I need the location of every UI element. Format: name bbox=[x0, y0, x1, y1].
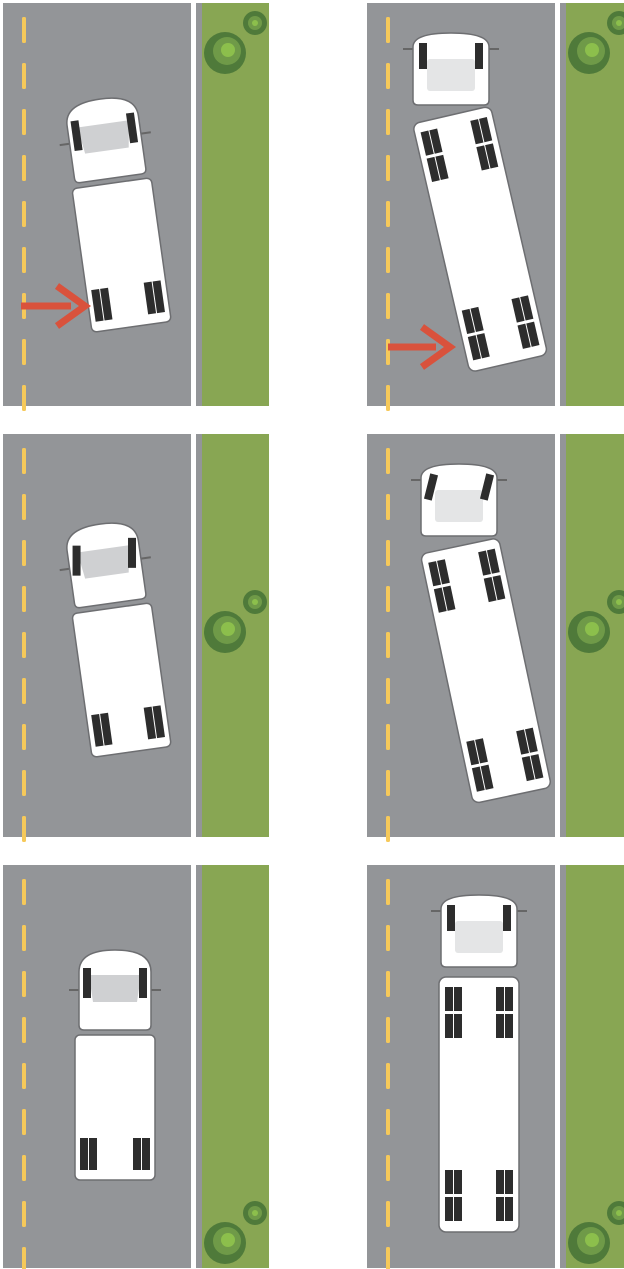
tire bbox=[83, 968, 91, 998]
tire bbox=[128, 538, 136, 568]
center-line bbox=[386, 879, 390, 1269]
tire bbox=[447, 905, 455, 931]
tire bbox=[496, 987, 504, 1011]
tire bbox=[419, 43, 427, 69]
tire bbox=[475, 43, 483, 69]
center-line bbox=[22, 17, 26, 411]
tire bbox=[454, 1197, 462, 1221]
edge-line bbox=[191, 865, 196, 1268]
tire bbox=[496, 1170, 504, 1194]
truck-icon bbox=[69, 950, 161, 1180]
panel-4 bbox=[367, 434, 624, 842]
tire bbox=[454, 1170, 462, 1194]
tire bbox=[80, 1138, 88, 1170]
tire bbox=[139, 968, 147, 998]
center-line bbox=[22, 879, 26, 1269]
tire bbox=[73, 546, 81, 576]
tire bbox=[89, 1138, 97, 1170]
tire bbox=[496, 1197, 504, 1221]
tire bbox=[445, 987, 453, 1011]
tire bbox=[445, 1170, 453, 1194]
roof-panel bbox=[455, 921, 503, 953]
tire bbox=[503, 905, 511, 931]
tire bbox=[505, 987, 513, 1011]
edge-line bbox=[191, 3, 196, 406]
roof-panel bbox=[427, 59, 475, 91]
panel-1 bbox=[3, 3, 269, 411]
windshield bbox=[89, 975, 141, 1002]
tire bbox=[445, 1197, 453, 1221]
tire bbox=[505, 1197, 513, 1221]
edge-line bbox=[555, 434, 560, 837]
roof-panel bbox=[435, 490, 483, 522]
panel-5 bbox=[3, 865, 269, 1269]
tire bbox=[454, 987, 462, 1011]
edge-line bbox=[555, 865, 560, 1268]
tire bbox=[142, 1138, 150, 1170]
tire bbox=[454, 1014, 462, 1038]
panel-6 bbox=[367, 865, 624, 1269]
center-line bbox=[386, 448, 390, 842]
tire bbox=[133, 1138, 141, 1170]
tire bbox=[496, 1014, 504, 1038]
tire bbox=[505, 1014, 513, 1038]
bus-icon bbox=[431, 895, 527, 1232]
panel-2 bbox=[367, 3, 624, 411]
tire bbox=[445, 1014, 453, 1038]
edge-line bbox=[555, 3, 560, 406]
panel-3 bbox=[3, 434, 269, 842]
edge-line bbox=[191, 434, 196, 837]
tire bbox=[505, 1170, 513, 1194]
center-line bbox=[22, 448, 26, 842]
center-line bbox=[386, 17, 390, 411]
